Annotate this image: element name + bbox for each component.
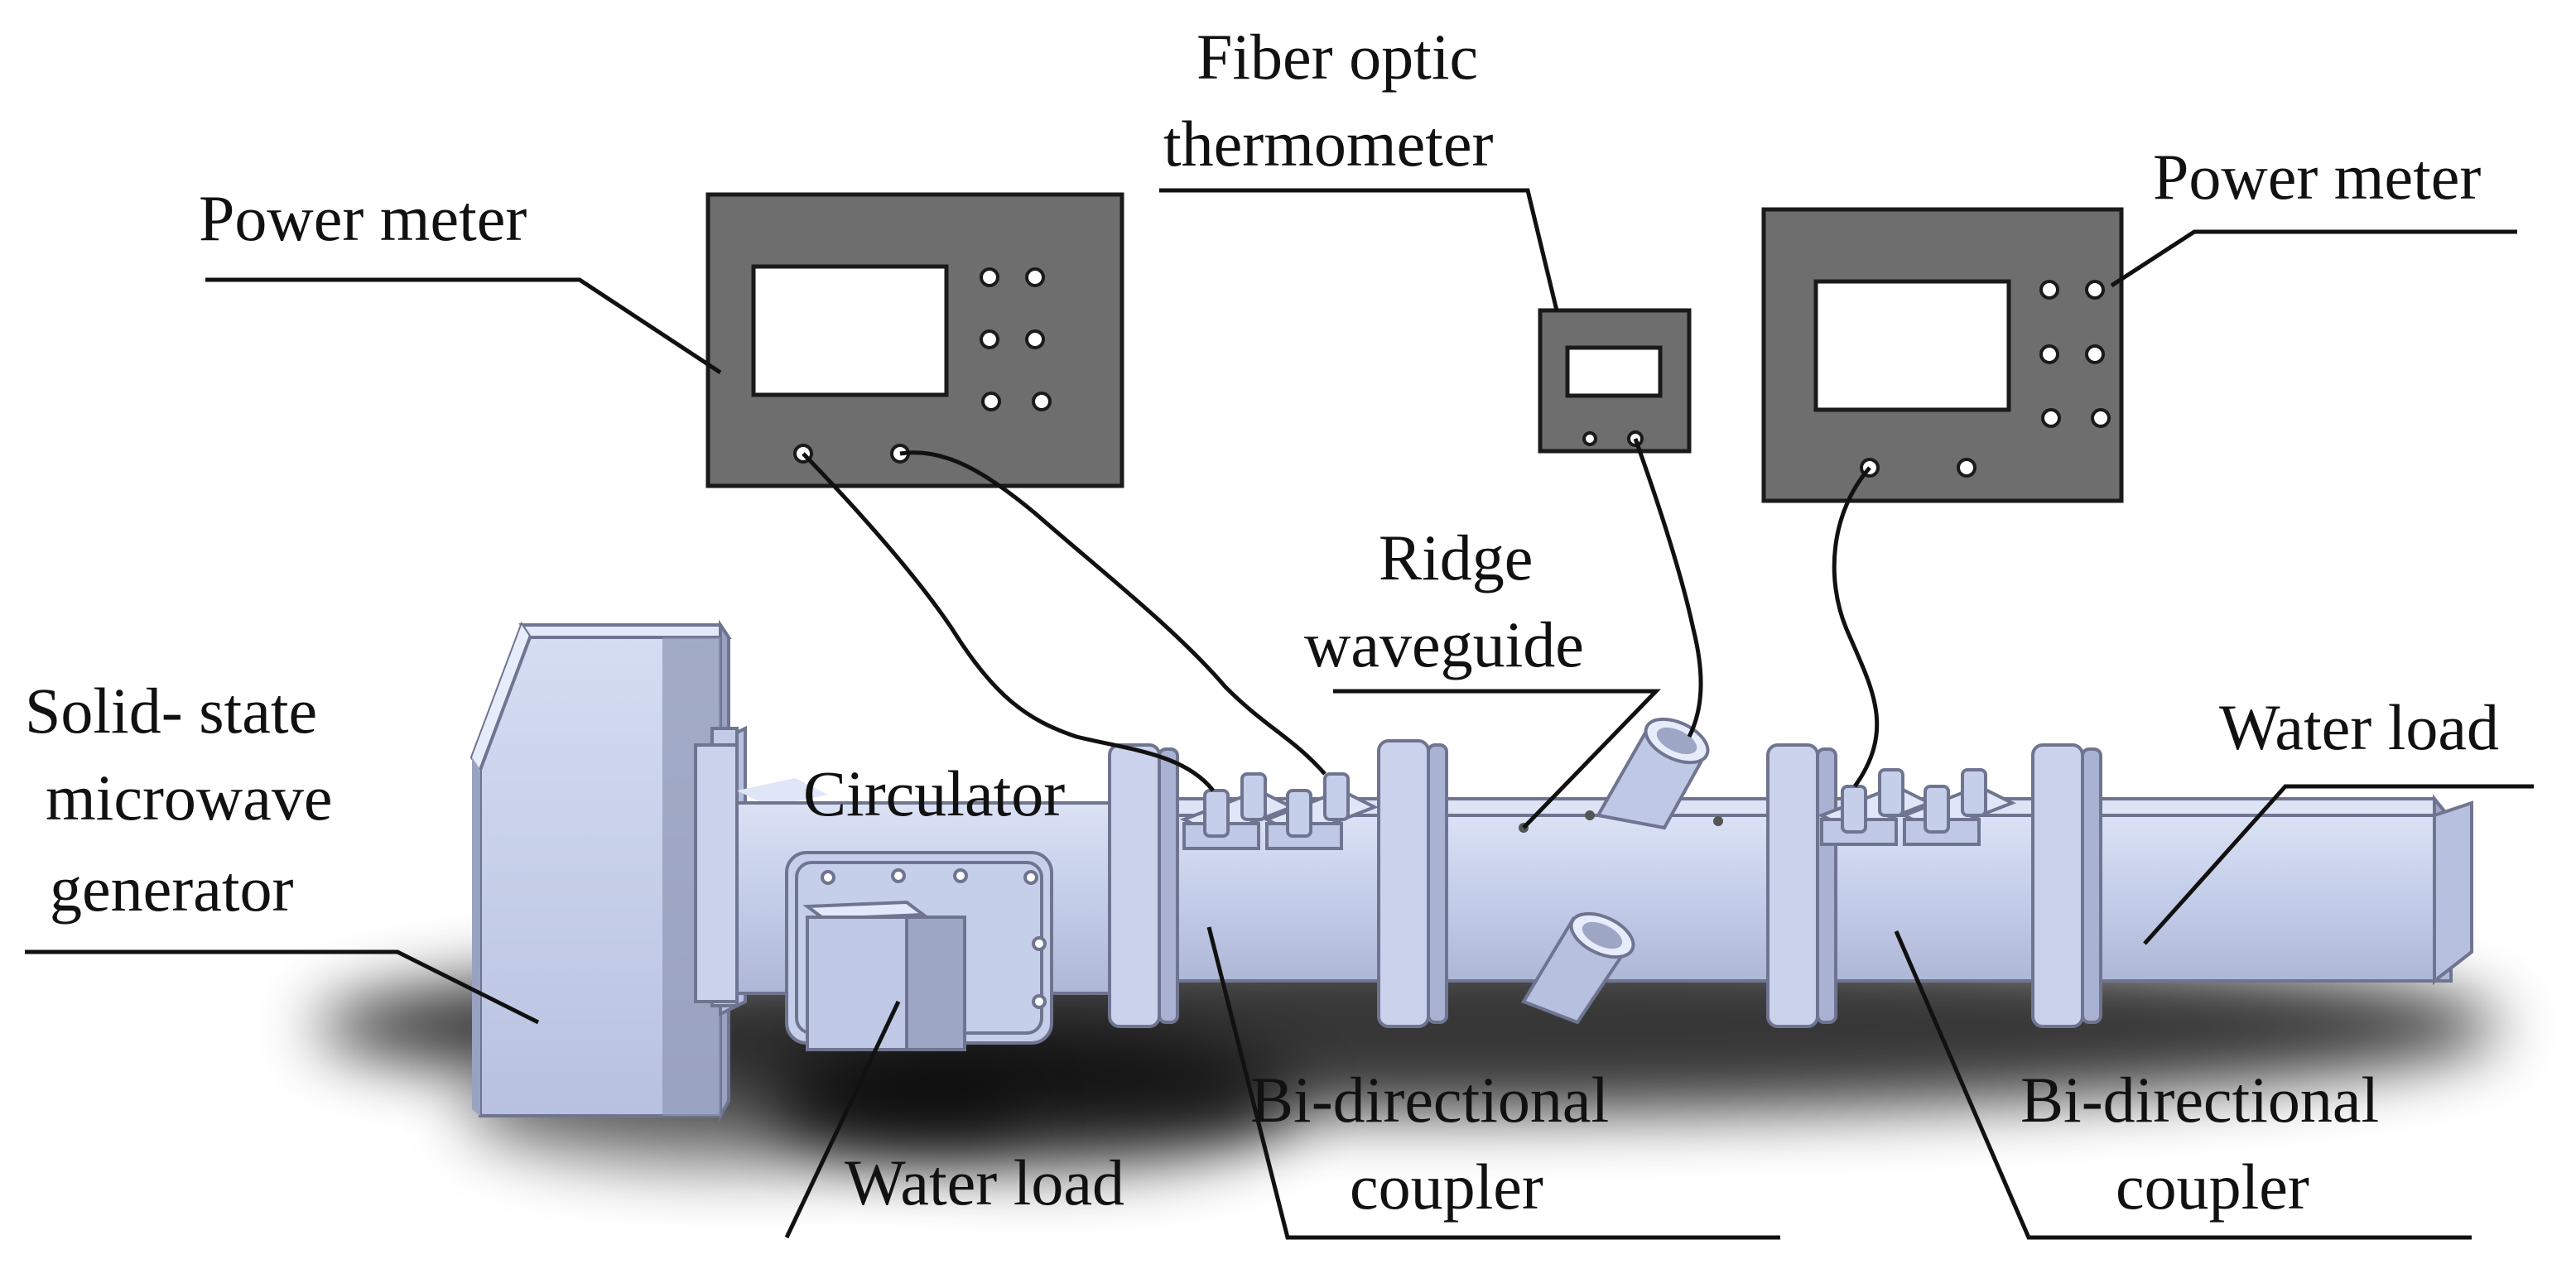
leader-lines <box>25 188 2534 1240</box>
bidirectional-coupler-right-ports <box>1818 768 2016 846</box>
flange-3 <box>1766 743 1837 1028</box>
label-power-meter-left: Power meter <box>199 182 527 254</box>
label-bidir-right-1: Bi-directional <box>2020 1064 2379 1136</box>
label-bidir-right-2: coupler <box>2116 1151 2309 1223</box>
cables <box>802 438 1880 792</box>
power-meter-right <box>1761 207 2124 503</box>
power-meter-left-screen <box>751 264 949 397</box>
flange-2 <box>1377 739 1448 1028</box>
cable-left-meter-port2 <box>899 450 1327 776</box>
label-water-load-bottom: Water load <box>845 1146 1124 1218</box>
ridge-waveguide-section <box>1519 717 1723 1025</box>
label-solid-state: Solid- state <box>25 675 317 747</box>
power-meter-left <box>705 192 1124 488</box>
fiber-optic-thermometer <box>1538 308 1692 454</box>
power-meter-right-screen <box>1813 279 2011 412</box>
cable-left-meter-port1 <box>802 452 1215 792</box>
label-generator: generator <box>50 853 294 925</box>
labels: Power meter Fiber optic thermometer Powe… <box>25 21 2499 1223</box>
thermometer-screen <box>1565 345 1663 398</box>
solid-state-generator <box>469 619 732 1122</box>
bidirectional-coupler-left-ports <box>1180 772 1379 850</box>
label-thermometer: thermometer <box>1163 108 1494 180</box>
cable-thermometer-probe <box>1633 438 1703 738</box>
label-waveguide: waveguide <box>1304 608 1584 680</box>
cable-right-meter-port1 <box>1832 466 1880 788</box>
label-power-meter-right: Power meter <box>2153 141 2481 213</box>
waveguide-flanges <box>1108 739 2102 1028</box>
label-fiber-optic: Fiber optic <box>1197 21 1478 93</box>
label-bidir-left-1: Bi-directional <box>1250 1064 1609 1136</box>
flange-4 <box>2031 743 2102 1028</box>
label-circulator: Circulator <box>803 757 1065 829</box>
label-bidir-left-2: coupler <box>1350 1151 1543 1223</box>
label-ridge: Ridge <box>1379 521 1533 594</box>
flange-1 <box>1108 743 1179 1028</box>
label-microwave: microwave <box>46 762 333 834</box>
power-meter-right-port-2 <box>1957 458 1977 478</box>
label-water-load-right: Water load <box>2219 691 2499 763</box>
generator-flange <box>694 725 747 1017</box>
